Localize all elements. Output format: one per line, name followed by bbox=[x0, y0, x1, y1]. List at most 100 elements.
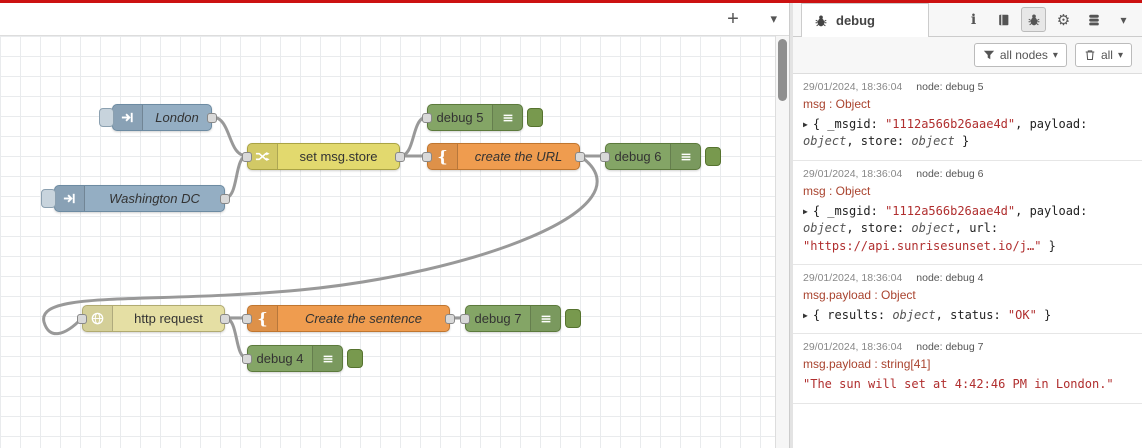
expand-caret-icon[interactable]: ▶ bbox=[803, 206, 808, 216]
node-label: debug 5 bbox=[436, 110, 484, 125]
json-segment: "OK" bbox=[1007, 307, 1037, 322]
scrollbar-thumb[interactable] bbox=[778, 39, 787, 101]
chevron-down-icon: ▾ bbox=[1117, 49, 1123, 61]
node-debug-6[interactable]: debug 6 bbox=[600, 143, 721, 170]
message-meta: 29/01/2024, 18:36:04 node: debug 7 bbox=[803, 341, 1132, 353]
node-label: set msg.store bbox=[299, 149, 378, 164]
json-segment: , payload: bbox=[1015, 203, 1088, 218]
wire-httprequest-debug4[interactable] bbox=[223, 316, 249, 360]
clear-messages-button[interactable]: all ▾ bbox=[1074, 43, 1132, 67]
debug-toggle-button[interactable] bbox=[527, 107, 543, 127]
message-meta: 29/01/2024, 18:36:04 node: debug 4 bbox=[803, 272, 1132, 284]
sidebar-menu-chevron-down-icon[interactable]: ▾ bbox=[1120, 12, 1127, 27]
filter-icon bbox=[983, 50, 995, 60]
debug-icon bbox=[492, 105, 522, 130]
tab-debug[interactable]: debug bbox=[801, 3, 929, 37]
message-content: ▶{ results: object, status: "OK" } bbox=[803, 307, 1132, 324]
node-change-set-store[interactable]: set msg.store bbox=[242, 143, 405, 170]
json-segment: "https://api.sunrisesunset.io/j…" bbox=[803, 238, 1042, 253]
globe-icon bbox=[83, 306, 113, 331]
wire-setstore-debug5[interactable] bbox=[398, 115, 429, 158]
inject-icon bbox=[113, 105, 143, 130]
debug-icon bbox=[670, 144, 700, 169]
debug-message: 29/01/2024, 18:36:04 node: debug 5 msg :… bbox=[793, 74, 1142, 161]
node-debug-4[interactable]: debug 4 bbox=[242, 345, 363, 372]
add-flow-button[interactable]: + bbox=[727, 8, 739, 30]
flow-canvas[interactable]: London Washington DC set msg.store { cre bbox=[0, 36, 775, 448]
input-port[interactable] bbox=[600, 151, 610, 162]
message-meta: 29/01/2024, 18:36:04 node: debug 6 bbox=[803, 168, 1132, 180]
message-node: node: debug 6 bbox=[916, 167, 984, 180]
expand-caret-icon[interactable]: ▶ bbox=[803, 120, 808, 129]
message-content: ▶{ _msgid: "1112a566b26aae4d", payload: … bbox=[803, 116, 1132, 151]
output-port[interactable] bbox=[220, 193, 230, 204]
top-accent-bar bbox=[0, 0, 1142, 3]
wires-layer bbox=[42, 115, 607, 360]
debug-toolbar: all nodes ▾ all ▾ bbox=[793, 37, 1142, 74]
json-segment: "The sun will set at 4:42:46 PM in Londo… bbox=[803, 377, 1114, 392]
debug-toggle-button[interactable] bbox=[565, 308, 581, 328]
json-segment: "1112a566b26aae4d" bbox=[885, 203, 1016, 218]
info-tab-button[interactable]: i bbox=[961, 7, 986, 32]
context-tab-button[interactable] bbox=[1081, 7, 1106, 32]
message-timestamp: 29/01/2024, 18:36:04 bbox=[803, 81, 903, 93]
node-inject-washington[interactable]: Washington DC bbox=[41, 185, 230, 212]
node-debug-5[interactable]: debug 5 bbox=[422, 104, 543, 131]
trash-icon bbox=[1085, 50, 1095, 61]
function-icon: { bbox=[428, 144, 458, 169]
input-port[interactable] bbox=[422, 112, 432, 123]
gear-icon: ⚙ bbox=[1056, 11, 1071, 29]
json-segment: object bbox=[911, 134, 955, 149]
input-port[interactable] bbox=[422, 151, 432, 162]
json-segment: , store: bbox=[846, 221, 912, 236]
output-port[interactable] bbox=[575, 151, 585, 162]
node-function-create-sentence[interactable]: { Create the sentence bbox=[242, 305, 455, 332]
debug-message: 29/01/2024, 18:36:04 node: debug 7 msg.p… bbox=[793, 334, 1142, 404]
json-segment: object bbox=[803, 221, 847, 236]
wire-createurl-httprequest[interactable] bbox=[42, 154, 599, 335]
filter-nodes-button[interactable]: all nodes ▾ bbox=[973, 43, 1067, 67]
message-meta: 29/01/2024, 18:36:04 node: debug 5 bbox=[803, 81, 1132, 93]
input-port[interactable] bbox=[242, 313, 252, 324]
node-label: debug 6 bbox=[614, 149, 662, 164]
node-inject-london[interactable]: London bbox=[99, 104, 217, 131]
output-port[interactable] bbox=[445, 313, 455, 324]
message-node: node: debug 7 bbox=[916, 341, 984, 354]
debug-toggle-button[interactable] bbox=[705, 146, 721, 166]
json-segment: object bbox=[803, 134, 847, 149]
input-port[interactable] bbox=[77, 313, 87, 324]
node-debug-7[interactable]: debug 7 bbox=[460, 305, 581, 332]
sidebar-header: debug i ⚙ ▾ bbox=[793, 3, 1142, 37]
output-port[interactable] bbox=[207, 112, 217, 123]
input-port[interactable] bbox=[242, 353, 252, 364]
output-port[interactable] bbox=[220, 313, 230, 324]
node-label: Create the sentence bbox=[304, 311, 423, 326]
bug-icon bbox=[815, 14, 827, 26]
json-segment: { _msgid: bbox=[812, 203, 886, 218]
flow-tabbar: + ▾ bbox=[0, 3, 789, 36]
canvas-vertical-scrollbar[interactable] bbox=[775, 36, 789, 448]
debug-toggle-button[interactable] bbox=[347, 348, 363, 368]
message-property: msg : Object bbox=[803, 183, 871, 198]
debug-message: 29/01/2024, 18:36:04 node: debug 6 msg :… bbox=[793, 161, 1142, 265]
expand-caret-icon[interactable]: ▶ bbox=[803, 310, 808, 320]
debug-tab-button[interactable] bbox=[1021, 7, 1046, 32]
flow-list-chevron-down-icon[interactable]: ▾ bbox=[770, 11, 777, 26]
inject-trigger-button[interactable] bbox=[41, 188, 56, 208]
wire-washington-setstore[interactable] bbox=[223, 154, 249, 200]
change-icon bbox=[248, 144, 278, 169]
node-function-create-url[interactable]: { create the URL bbox=[422, 143, 585, 170]
node-label: debug 4 bbox=[256, 351, 304, 366]
message-node: node: debug 5 bbox=[916, 81, 984, 93]
output-port[interactable] bbox=[395, 151, 405, 162]
json-segment: object bbox=[911, 221, 955, 236]
help-tab-button[interactable] bbox=[991, 7, 1016, 32]
sidebar-splitter[interactable] bbox=[789, 3, 793, 448]
input-port[interactable] bbox=[242, 151, 252, 162]
node-http-request[interactable]: http request bbox=[77, 305, 230, 332]
input-port[interactable] bbox=[460, 313, 470, 324]
inject-trigger-button[interactable] bbox=[99, 107, 114, 127]
wire-london-setstore[interactable] bbox=[210, 115, 249, 158]
config-tab-button[interactable]: ⚙ bbox=[1051, 7, 1076, 32]
